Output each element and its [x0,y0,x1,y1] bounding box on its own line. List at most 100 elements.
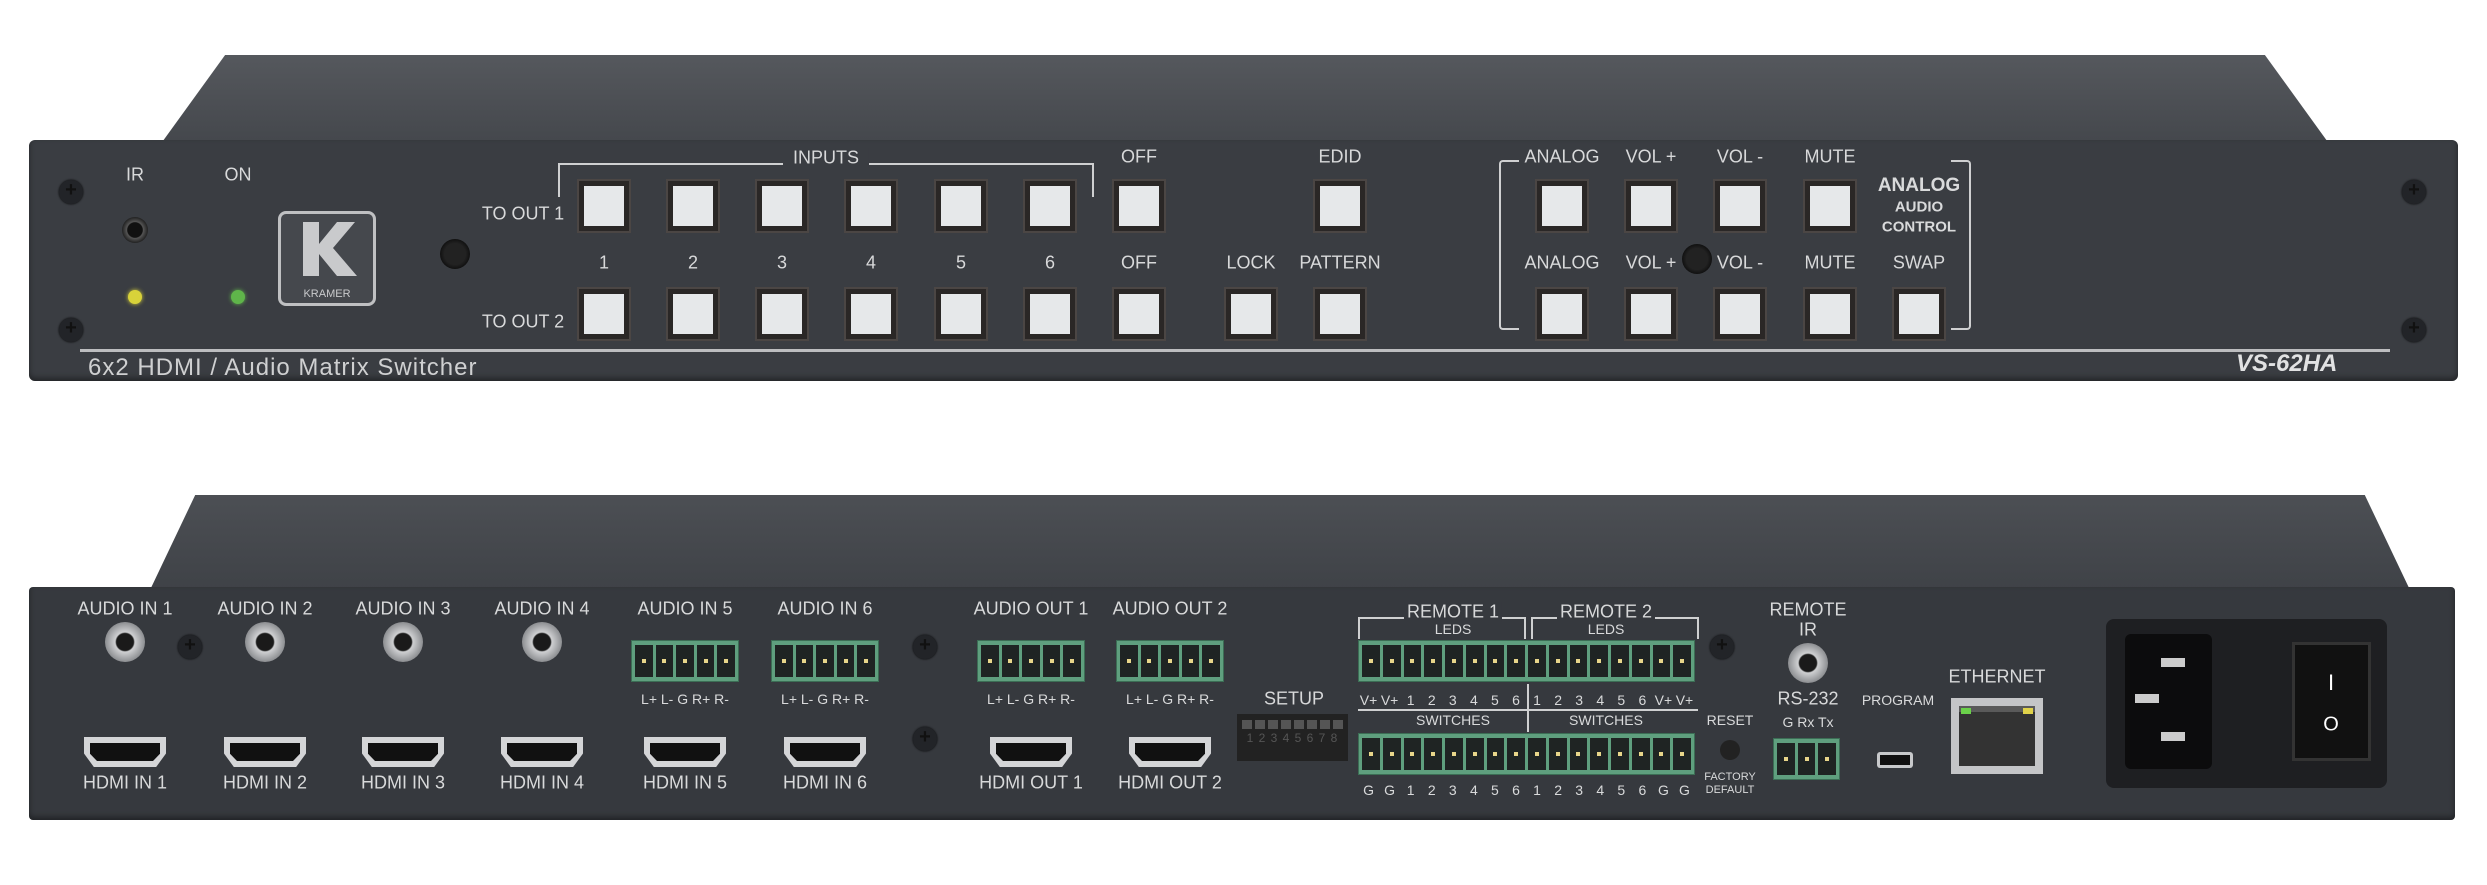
rear-chassis-top [150,495,2410,590]
control-title: CONTROL [1881,218,1957,236]
terminal-pin [1590,738,1608,770]
power-off-mark: O [2323,713,2339,736]
input-number-label: 1 [598,252,610,273]
terminal-pin [1590,645,1608,677]
audio-in-terminal[interactable] [631,640,739,682]
terminal-pin [1042,645,1061,677]
out2-analog-button-5[interactable] [1892,287,1946,341]
program-usb-port[interactable] [1877,752,1913,768]
audio-in-label: AUDIO IN 1 [77,598,173,619]
input-number-label: 5 [955,252,967,273]
power-inlet[interactable] [2125,634,2212,769]
remote-top-pin-label: 4 [1596,692,1605,708]
out1-input-6-button[interactable] [1023,179,1077,233]
off-label: OFF [1121,252,1157,273]
terminal-pin [1507,738,1525,770]
terminal-pin [1548,738,1567,770]
remote-top-pin-label: V+ [1359,692,1378,708]
terminal-pin [1465,738,1484,770]
switches-label: SWITCHES [1569,712,1643,728]
out2-analog-button-1[interactable] [1535,287,1589,341]
terminal-pin [1611,645,1629,677]
hdmi-in-label: HDMI IN 5 [642,772,728,793]
out1-analog-button-3[interactable] [1713,179,1767,233]
lock-button[interactable] [1224,287,1278,341]
balanced-pins-label: L+ L- G R+ R- [641,691,729,707]
rs232-terminal[interactable] [1773,738,1840,780]
out1-input-2-button[interactable] [666,179,720,233]
pattern-button[interactable] [1313,287,1367,341]
out1-input-1-button[interactable] [577,179,631,233]
audio-in-terminal[interactable] [771,640,879,682]
terminal-pin [1424,645,1442,677]
off-label: OFF [1121,146,1157,167]
reset-button[interactable] [1720,740,1740,760]
out2-input-6-button[interactable] [1023,287,1077,341]
audio-in-jack[interactable] [105,622,145,662]
input-number-label: 4 [865,252,877,273]
ethernet-port[interactable] [1951,698,2043,774]
model-label: VS-62HA [2236,350,2338,377]
hdmi-in-label: HDMI IN 4 [499,772,585,793]
hdmi-in-port[interactable] [362,737,444,767]
edid-button[interactable] [1313,179,1367,233]
power-switch[interactable]: I O [2292,642,2371,761]
link-led-icon [1961,708,1971,714]
power-module: I O [2106,619,2387,788]
terminal-pin [1424,738,1442,770]
out1-off-button[interactable] [1112,179,1166,233]
hdmi-in-port[interactable] [784,737,866,767]
terminal-pin [1140,645,1159,677]
terminal-pin [635,645,653,677]
to-out-1-label: TO OUT 1 [481,203,565,224]
terminal-pin [1465,645,1484,677]
hdmi-in-port[interactable] [84,737,166,767]
audio-out-terminal[interactable] [977,640,1085,682]
audio-in-jack[interactable] [522,622,562,662]
out2-input-4-button[interactable] [844,287,898,341]
power-on-mark: I [2327,670,2335,695]
reset-label: RESET [1706,712,1754,728]
out2-off-button[interactable] [1112,287,1166,341]
terminal-pin [1362,738,1380,770]
out2-analog-button-3[interactable] [1713,287,1767,341]
audio-in-jack[interactable] [383,622,423,662]
out2-input-1-button[interactable] [577,287,631,341]
divider-line [80,349,2390,352]
out2-analog-button-4[interactable] [1803,287,1857,341]
hdmi-out-port[interactable] [990,737,1072,767]
terminal-pin [1063,645,1081,677]
out1-analog-button-4[interactable] [1803,179,1857,233]
hdmi-in-port[interactable] [501,737,583,767]
remote-bottom-pin-label: G [1384,782,1396,798]
hdmi-in-port[interactable] [644,737,726,767]
out1-analog-button-2[interactable] [1624,179,1678,233]
input-number-label: 2 [687,252,699,273]
out1-input-3-button[interactable] [755,179,809,233]
remote-bottom-pin-label: 2 [1427,782,1436,798]
remote-switches-terminal[interactable] [1358,733,1695,775]
rack-screw-icon [2402,317,2426,342]
terminal-pin [1403,645,1422,677]
out2-input-3-button[interactable] [755,287,809,341]
remote-top-pin-label: 4 [1469,692,1478,708]
screw-icon [913,726,937,751]
out2-input-5-button[interactable] [934,287,988,341]
setup-dip-switch[interactable]: 1 2 3 4 5 6 7 8 [1237,714,1348,761]
audio-out-terminal[interactable] [1116,640,1224,682]
out2-analog-button-2[interactable] [1624,287,1678,341]
knob-icon [440,239,470,269]
out1-analog-button-1[interactable] [1535,179,1589,233]
remote-leds-terminal[interactable] [1358,640,1695,682]
remote-ir-jack[interactable] [1788,643,1828,683]
terminal-pin [857,645,875,677]
out2-input-2-button[interactable] [666,287,720,341]
hdmi-out-port[interactable] [1129,737,1211,767]
input-number-label: 6 [1044,252,1056,273]
out1-input-5-button[interactable] [934,179,988,233]
hdmi-in-port[interactable] [224,737,306,767]
audio-in-jack[interactable] [245,622,285,662]
activity-led-icon [2023,708,2033,714]
out1-input-4-button[interactable] [844,179,898,233]
ir-led-icon [128,290,142,304]
